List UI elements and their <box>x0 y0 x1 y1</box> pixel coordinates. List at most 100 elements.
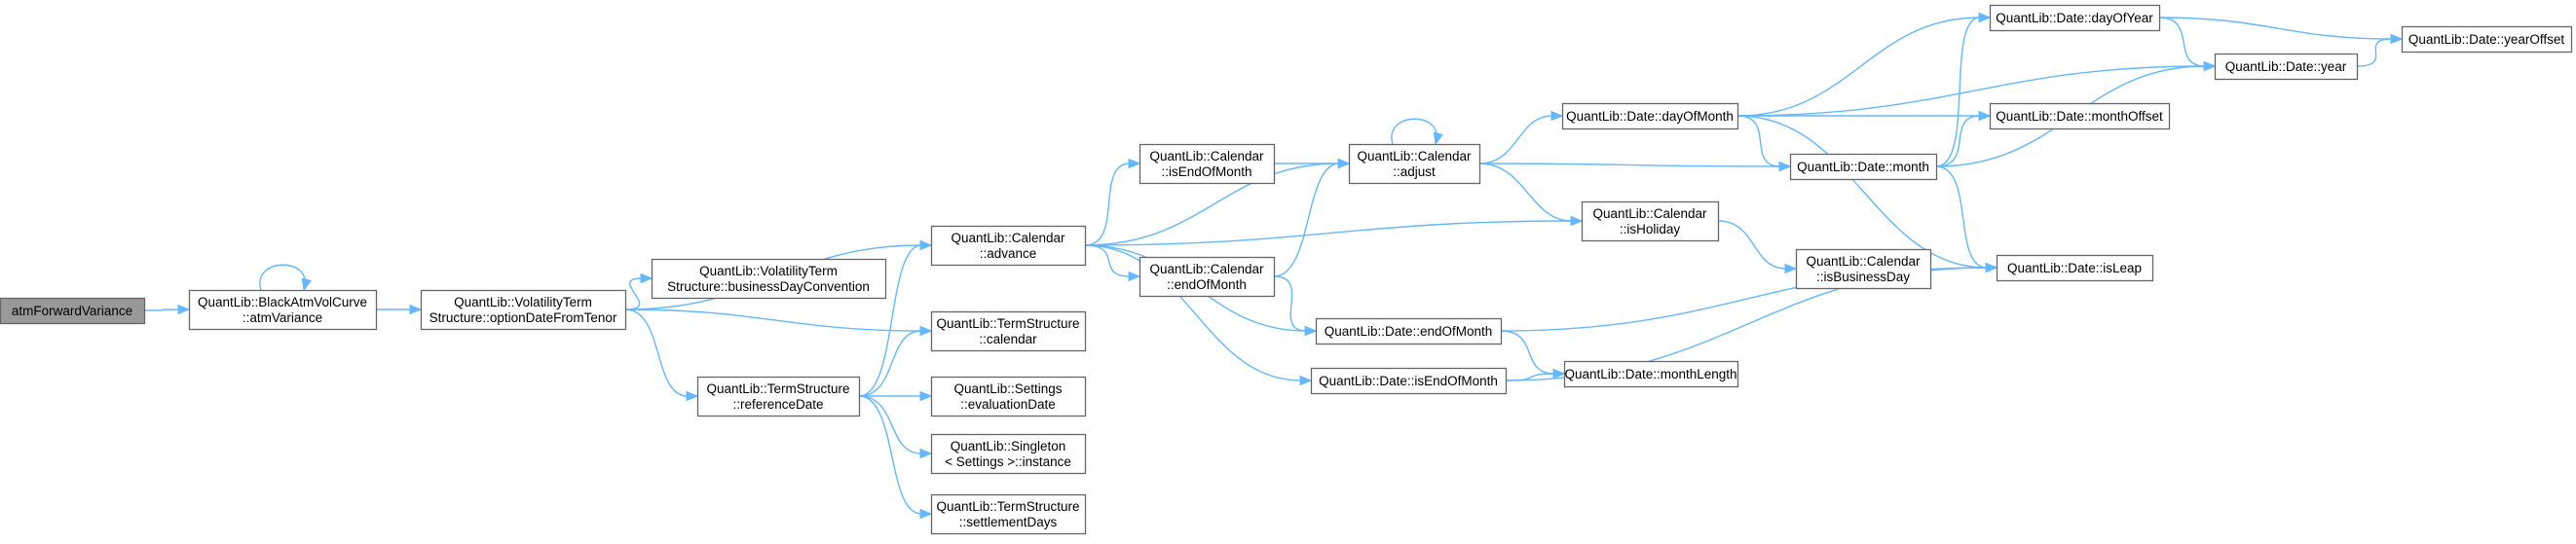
arrow-head-icon <box>2390 33 2404 45</box>
node-label: QuantLib::Date::monthOffset <box>1996 109 2163 124</box>
node-box <box>1315 317 1503 345</box>
node-label: atmForwardVariance <box>12 304 132 318</box>
node-label: QuantLib::BlackAtmVolCurve <box>198 295 367 309</box>
node-label: QuantLib::Date::endOfMonth <box>1325 324 1493 339</box>
node-label: QuantLib::Date::year <box>2225 59 2347 74</box>
edge-year-to-year-offset <box>2356 33 2404 67</box>
node-box <box>2401 25 2573 54</box>
edge-month-to-is-leap <box>1935 165 1998 273</box>
node-atm-forward-variance[interactable]: atmForwardVariance <box>0 297 146 325</box>
edge-calendar-adjust-to-day-of-month <box>1478 110 1564 164</box>
node-ts-calendar[interactable]: QuantLib::TermStructure::calendar <box>930 310 1087 352</box>
edge-end-of-month-cal-to-date-end-of-month <box>1273 275 1318 337</box>
node-is-end-of-month-cal[interactable]: QuantLib::Calendar::isEndOfMonth <box>1139 143 1276 185</box>
node-box <box>420 289 627 331</box>
node-box <box>930 310 1087 352</box>
node-label: < Settings >::instance <box>945 454 1071 469</box>
arrow-head-icon <box>686 390 699 402</box>
node-label: QuantLib::TermStructure <box>936 499 1079 514</box>
arrow-head-icon <box>1784 263 1798 274</box>
node-calendar-adjust[interactable]: QuantLib::Calendar::adjust <box>1348 143 1481 185</box>
node-label: ::adjust <box>1393 164 1436 179</box>
node-month-offset[interactable]: QuantLib::Date::monthOffset <box>1989 102 2171 130</box>
edge-reference-date-to-ts-calendar <box>858 325 933 397</box>
edge-line <box>858 395 922 454</box>
node-label: Structure::optionDateFromTenor <box>429 310 617 325</box>
node-label: QuantLib::Date::isLeap <box>2007 261 2142 275</box>
node-year[interactable]: QuantLib::Date::year <box>2214 53 2359 81</box>
edge-calendar-advance-to-end-of-month-cal <box>1084 244 1141 282</box>
edge-line <box>1084 163 1340 246</box>
edge-day-of-year-to-year-offset <box>2158 17 2404 45</box>
node-label: QuantLib::Date::monthLength <box>1564 367 1736 381</box>
node-label: QuantLib::Date::month <box>1797 160 1929 174</box>
node-evaluation-date[interactable]: QuantLib::Settings::evaluationDate <box>930 376 1087 417</box>
edge-line <box>1084 163 1131 246</box>
arrow-head-icon <box>1550 110 1564 122</box>
node-is-leap[interactable]: QuantLib::Date::isLeap <box>1996 254 2154 282</box>
edge-line <box>624 277 643 310</box>
node-month-length[interactable]: QuantLib::Date::monthLength <box>1563 360 1739 388</box>
node-label: QuantLib::VolatilityTerm <box>699 264 838 278</box>
node-singleton-instance[interactable]: QuantLib::Singleton< Settings >::instanc… <box>930 433 1087 475</box>
node-day-of-month[interactable]: QuantLib::Date::dayOfMonth <box>1561 102 1739 130</box>
node-box <box>1563 360 1739 388</box>
edge-line <box>143 308 180 311</box>
node-box <box>696 376 861 417</box>
node-box <box>1581 200 1720 242</box>
node-label: ::isEndOfMonth <box>1161 164 1251 179</box>
arrow-head-icon <box>1128 271 1141 282</box>
node-settlement-days[interactable]: QuantLib::TermStructure::settlementDays <box>930 493 1087 535</box>
node-box <box>188 289 378 331</box>
node-reference-date[interactable]: QuantLib::TermStructure::referenceDate <box>696 376 861 417</box>
node-year-offset[interactable]: QuantLib::Date::yearOffset <box>2401 25 2573 54</box>
edge-calendar-adjust-to-calendar-adjust <box>1391 118 1443 146</box>
edge-day-of-year-to-year <box>2158 17 2217 72</box>
node-end-of-month-cal[interactable]: QuantLib::Calendar::endOfMonth <box>1139 256 1276 298</box>
arrow-head-icon <box>2203 60 2217 72</box>
arrow-head-icon <box>640 272 653 284</box>
edge-atm-variance-to-atm-variance <box>259 264 312 292</box>
node-business-day-convention[interactable]: QuantLib::VolatilityTermStructure::busin… <box>651 258 887 300</box>
node-is-business-day[interactable]: QuantLib::Calendar::isBusinessDay <box>1795 248 1932 290</box>
edge-month-to-day-of-year <box>1935 12 1992 167</box>
edge-line <box>1717 220 1787 270</box>
arrow-head-icon <box>1570 215 1584 227</box>
edge-reference-date-to-singleton-instance <box>858 395 933 459</box>
edge-line <box>858 330 922 397</box>
edge-line <box>1084 220 1573 246</box>
node-option-date-from-tenor[interactable]: QuantLib::VolatilityTermStructure::optio… <box>420 289 627 331</box>
arrow-head-icon <box>919 448 933 459</box>
node-label: QuantLib::Calendar <box>1149 149 1264 163</box>
edge-day-of-month-to-month <box>1736 115 1792 172</box>
node-atm-variance[interactable]: QuantLib::BlackAtmVolCurve::atmVariance <box>188 289 378 331</box>
node-box <box>651 258 887 300</box>
node-label: QuantLib::TermStructure <box>706 381 849 396</box>
node-is-holiday[interactable]: QuantLib::Calendar::isHoliday <box>1581 200 1720 242</box>
node-label: ::evaluationDate <box>960 397 1056 412</box>
edge-calendar-adjust-to-month <box>1478 161 1792 172</box>
node-label: QuantLib::Calendar <box>1149 262 1264 276</box>
node-date-end-of-month[interactable]: QuantLib::Date::endOfMonth <box>1315 317 1503 345</box>
edge-day-of-month-to-day-of-year <box>1736 12 1992 117</box>
arrow-head-icon <box>919 325 933 337</box>
arrow-head-icon <box>177 304 191 315</box>
node-date-is-end-of-month[interactable]: QuantLib::Date::isEndOfMonth <box>1310 367 1508 395</box>
node-month[interactable]: QuantLib::Date::month <box>1789 153 1938 181</box>
edge-option-date-from-tenor-to-ts-calendar <box>624 308 933 337</box>
arrow-head-icon <box>1128 158 1141 169</box>
edge-reference-date-to-calendar-advance <box>858 239 933 397</box>
node-label: Structure::businessDayConvention <box>667 279 870 294</box>
node-label: ::settlementDays <box>959 515 1058 529</box>
node-day-of-year[interactable]: QuantLib::Date::dayOfYear <box>1989 4 2161 32</box>
edge-option-date-from-tenor-to-reference-date <box>624 308 699 402</box>
node-label: ::atmVariance <box>243 310 322 325</box>
node-label: QuantLib::Calendar <box>951 231 1065 245</box>
arrow-head-icon <box>919 239 933 251</box>
node-box <box>1561 102 1739 130</box>
edge-calendar-advance-to-date-is-end-of-month <box>1084 244 1313 386</box>
edge-line <box>2158 17 2206 67</box>
node-box <box>1789 153 1938 181</box>
node-calendar-advance[interactable]: QuantLib::Calendar::advance <box>930 225 1087 267</box>
node-label: QuantLib::Calendar <box>1806 254 1921 269</box>
